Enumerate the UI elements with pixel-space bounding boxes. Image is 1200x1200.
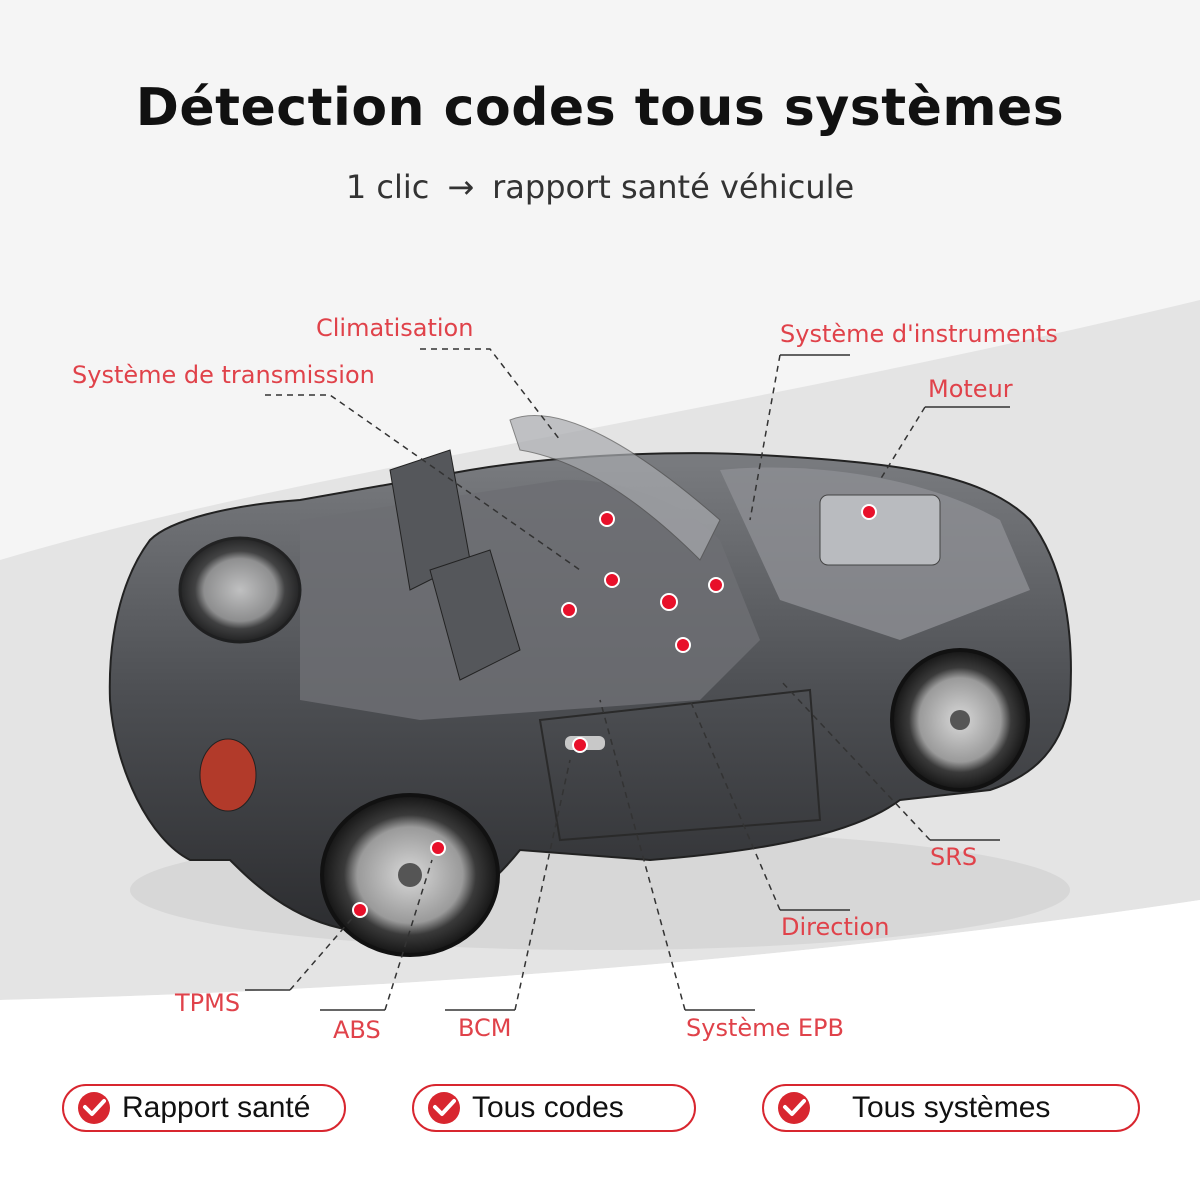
leader-lines [245, 348, 1010, 1011]
check-icon [428, 1092, 460, 1124]
arrow-right-icon: → [447, 168, 475, 206]
subtitle-left: 1 clic [345, 168, 430, 206]
feature-pill-codes: Tous codes [412, 1084, 696, 1132]
label-direction: Direction [781, 913, 890, 941]
subtitle-right: rapport santé véhicule [492, 168, 855, 206]
label-climatisation: Climatisation [316, 314, 474, 342]
car-hood [509, 415, 721, 561]
label-transmission: Système de transmission [72, 361, 375, 389]
engine-block [819, 494, 941, 566]
label-tpms: TPMS [175, 989, 241, 1017]
tail-light [199, 738, 257, 812]
page-subtitle: 1 clic → rapport santé véhicule [0, 168, 1200, 206]
label-epb: Système EPB [686, 1014, 844, 1042]
check-icon [778, 1092, 810, 1124]
label-moteur: Moteur [928, 375, 1013, 403]
feature-pill-rapport: Rapport santé [62, 1084, 346, 1132]
feature-label: Tous codes [472, 1091, 624, 1124]
page-title: Détection codes tous systèmes [135, 78, 1065, 138]
check-icon [78, 1092, 110, 1124]
wheel-spare [178, 536, 302, 644]
label-abs: ABS [333, 1016, 381, 1044]
label-bcm: BCM [458, 1014, 512, 1042]
door-line [538, 688, 822, 842]
label-srs: SRS [930, 843, 978, 871]
feature-label: Rapport santé [122, 1091, 311, 1124]
label-instruments: Système d'instruments [780, 320, 1058, 348]
seat-front [429, 549, 521, 681]
feature-pill-systemes: Tous systèmes [762, 1084, 1140, 1132]
wheel-front [890, 648, 1030, 792]
feature-label: Tous systèmes [852, 1091, 1051, 1124]
system-markers [352, 504, 877, 918]
